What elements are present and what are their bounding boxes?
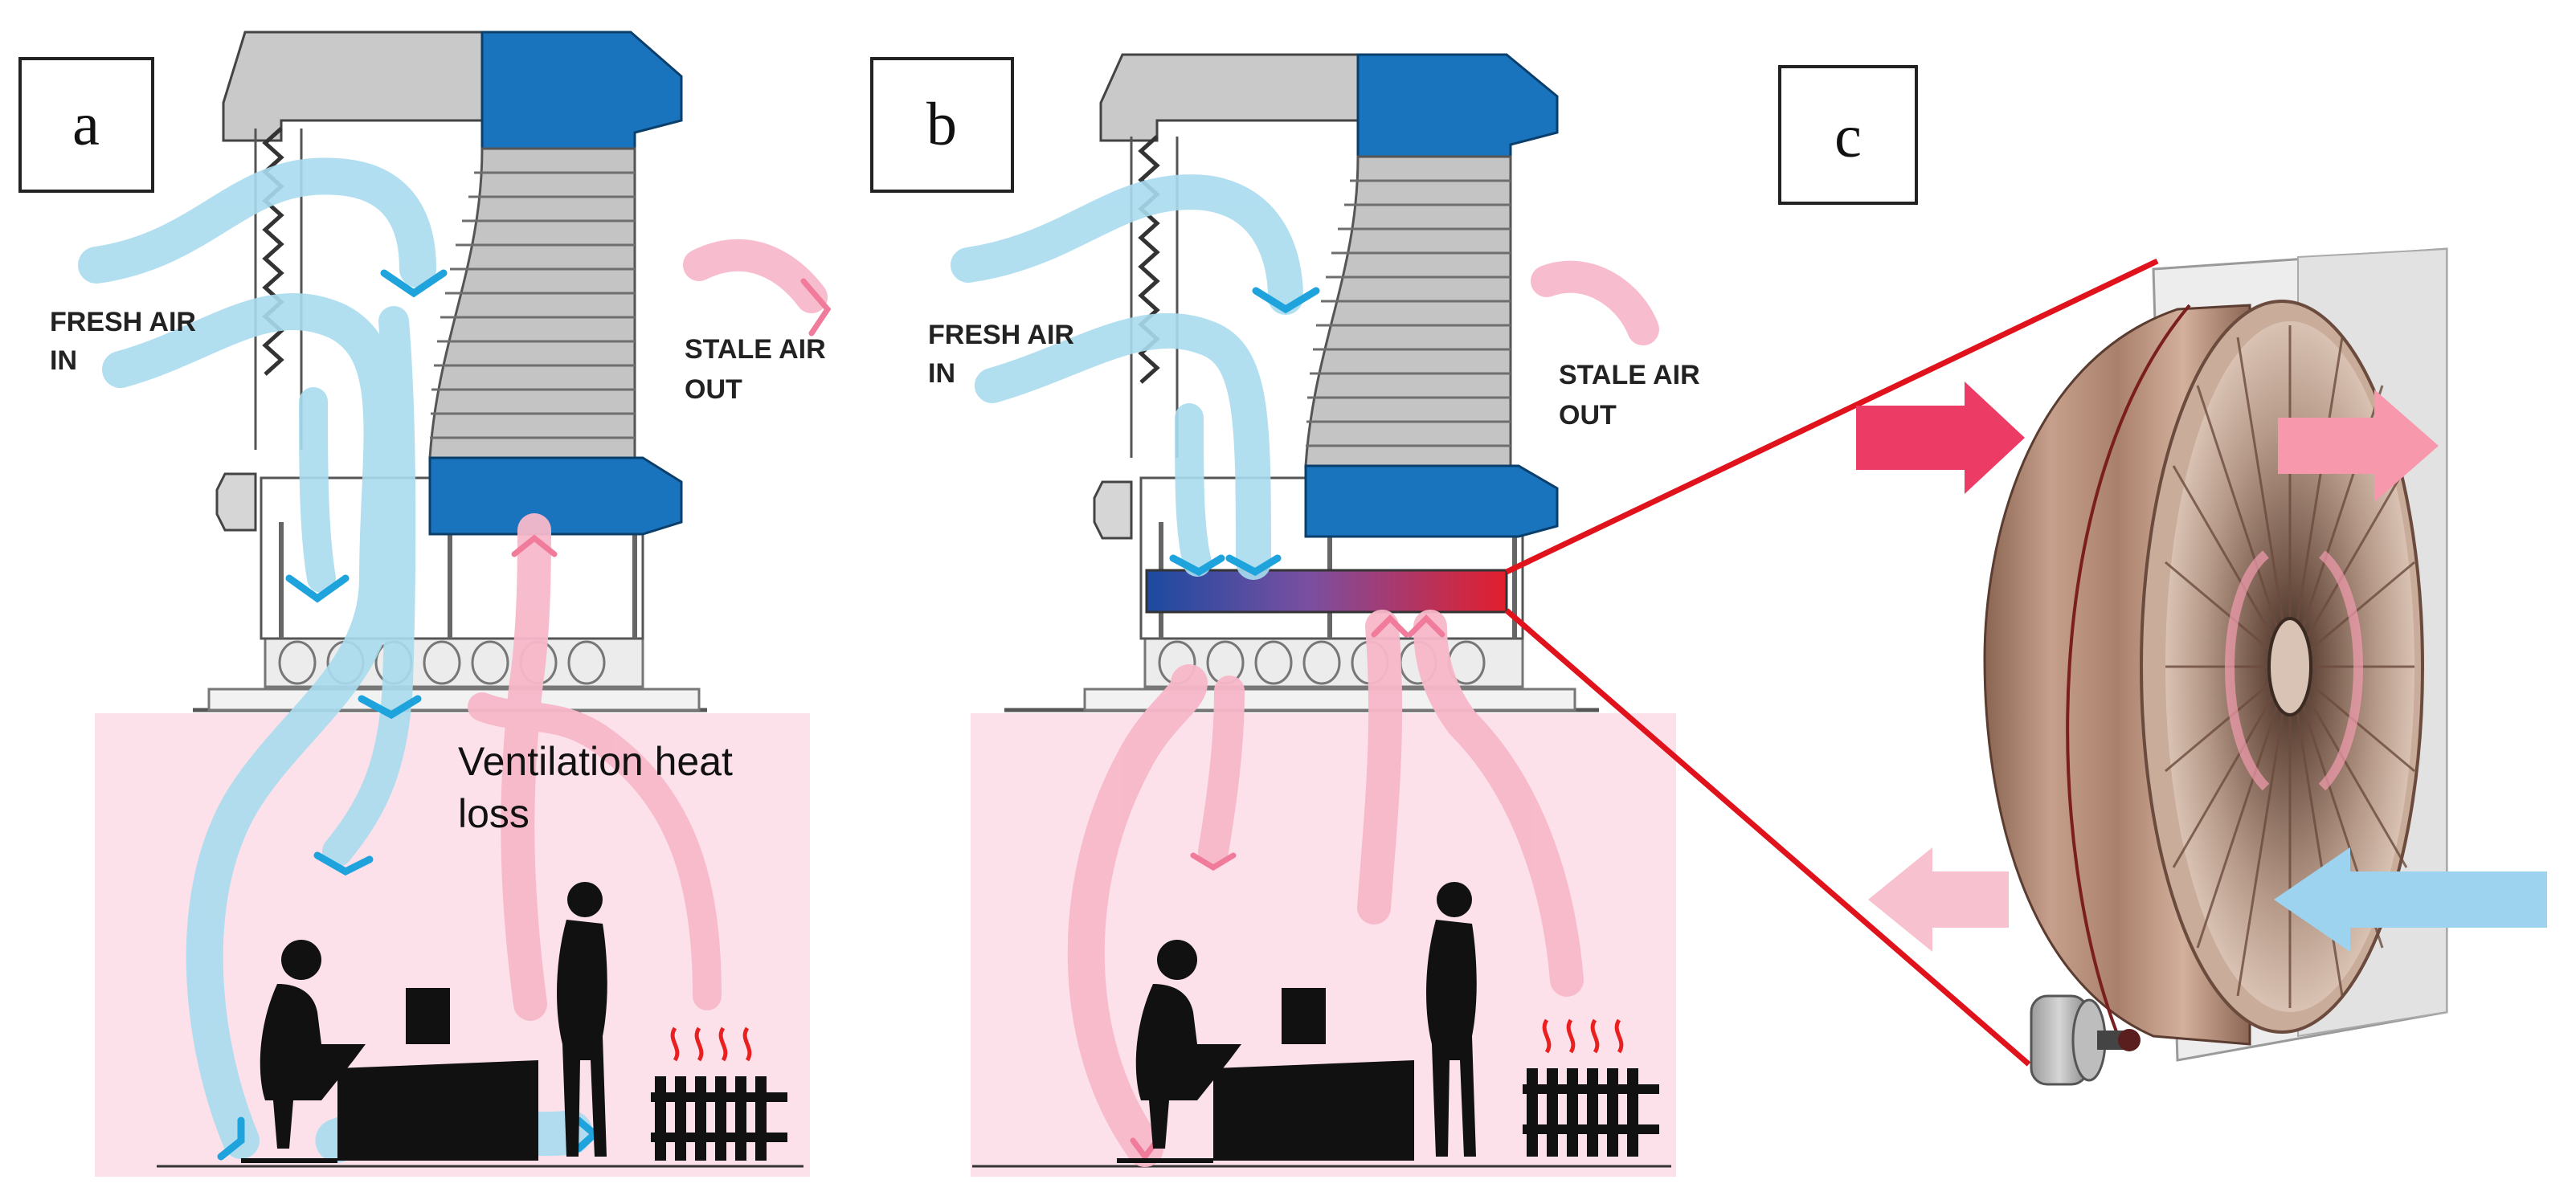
unit-hood-gray-b bbox=[1099, 53, 1360, 142]
unit-hood-blue-b bbox=[1356, 53, 1559, 158]
fresh-air-flows-b bbox=[951, 174, 1303, 580]
fresh-air-in-label-a: FRESH AIR IN bbox=[50, 307, 203, 376]
stale-air-out-label-b: STALE AIR OUT bbox=[1559, 360, 1707, 431]
stale-air-flows-b bbox=[1067, 260, 1659, 1167]
stale-air-flows-a bbox=[468, 239, 828, 1021]
fin-stack-b bbox=[1304, 155, 1512, 467]
zoom-lines bbox=[1504, 258, 2159, 1067]
person-at-computer-icon-b bbox=[1117, 940, 1414, 1163]
unit-hood-gray-a bbox=[222, 31, 484, 142]
panel-label-c: c bbox=[1834, 103, 1862, 170]
panel-b: b FRESH AIR IN STALE AIR OUT bbox=[870, 53, 1707, 1177]
fin-stack-a bbox=[428, 147, 636, 459]
diffuser-fans-b bbox=[1143, 637, 1524, 688]
standing-person-icon-a bbox=[557, 882, 607, 1157]
cold-air-in-arrow bbox=[2274, 847, 2547, 952]
rotary-heat-wheel bbox=[1983, 300, 2424, 1046]
pale-air-out-arrow bbox=[1868, 847, 2009, 952]
unit-base-blue-b bbox=[1304, 464, 1559, 538]
hot-air-in-arrow bbox=[1856, 382, 2025, 494]
unit-base-blue-a bbox=[428, 456, 683, 536]
panel-a: a FRESH AIR IN STALE AIR OUT Ventilation… bbox=[18, 31, 833, 1177]
person-at-computer-icon bbox=[241, 940, 538, 1163]
panel-label-b: b bbox=[926, 91, 957, 158]
stale-air-out-label-a: STALE AIR OUT bbox=[685, 334, 833, 405]
standing-person-icon-b bbox=[1426, 882, 1477, 1157]
warm-air-out-arrow bbox=[2278, 390, 2439, 502]
wheel-hub bbox=[2267, 617, 2312, 716]
radiator-icon-a bbox=[651, 1026, 787, 1161]
panel-label-a: a bbox=[72, 91, 100, 158]
ventilation-heat-loss-label: Ventilation heat loss bbox=[458, 739, 744, 836]
heat-exchanger-bar bbox=[1145, 569, 1508, 614]
unit-hood-blue-a bbox=[480, 31, 683, 150]
radiator-icon-b bbox=[1523, 1018, 1659, 1157]
fresh-air-in-label-b: FRESH AIR IN bbox=[928, 320, 1082, 389]
panel-c: c bbox=[1504, 65, 2547, 1086]
motor-icon bbox=[2030, 994, 2141, 1086]
